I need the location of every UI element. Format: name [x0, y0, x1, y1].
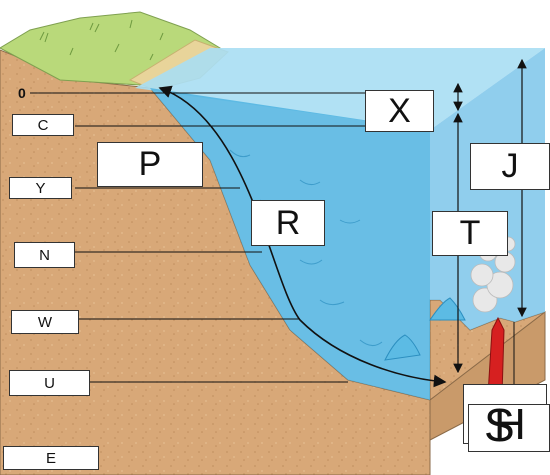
label-x: X	[365, 90, 434, 132]
label-e: E	[3, 446, 99, 470]
arrow-r	[158, 85, 447, 388]
label-p: P	[97, 142, 203, 187]
label-j: J	[470, 143, 550, 190]
label-c: C	[12, 114, 74, 136]
label-s: S	[484, 399, 515, 451]
label-w: W	[11, 310, 79, 334]
label-t: T	[432, 211, 508, 256]
depth-zero-label: 0	[18, 85, 26, 101]
label-y: Y	[9, 177, 72, 199]
label-n: N	[14, 242, 75, 268]
label-h-box	[468, 404, 550, 452]
land-side	[429, 310, 546, 441]
label-h: H	[494, 400, 526, 449]
label-r: R	[251, 200, 325, 246]
label-u: U	[9, 370, 90, 396]
